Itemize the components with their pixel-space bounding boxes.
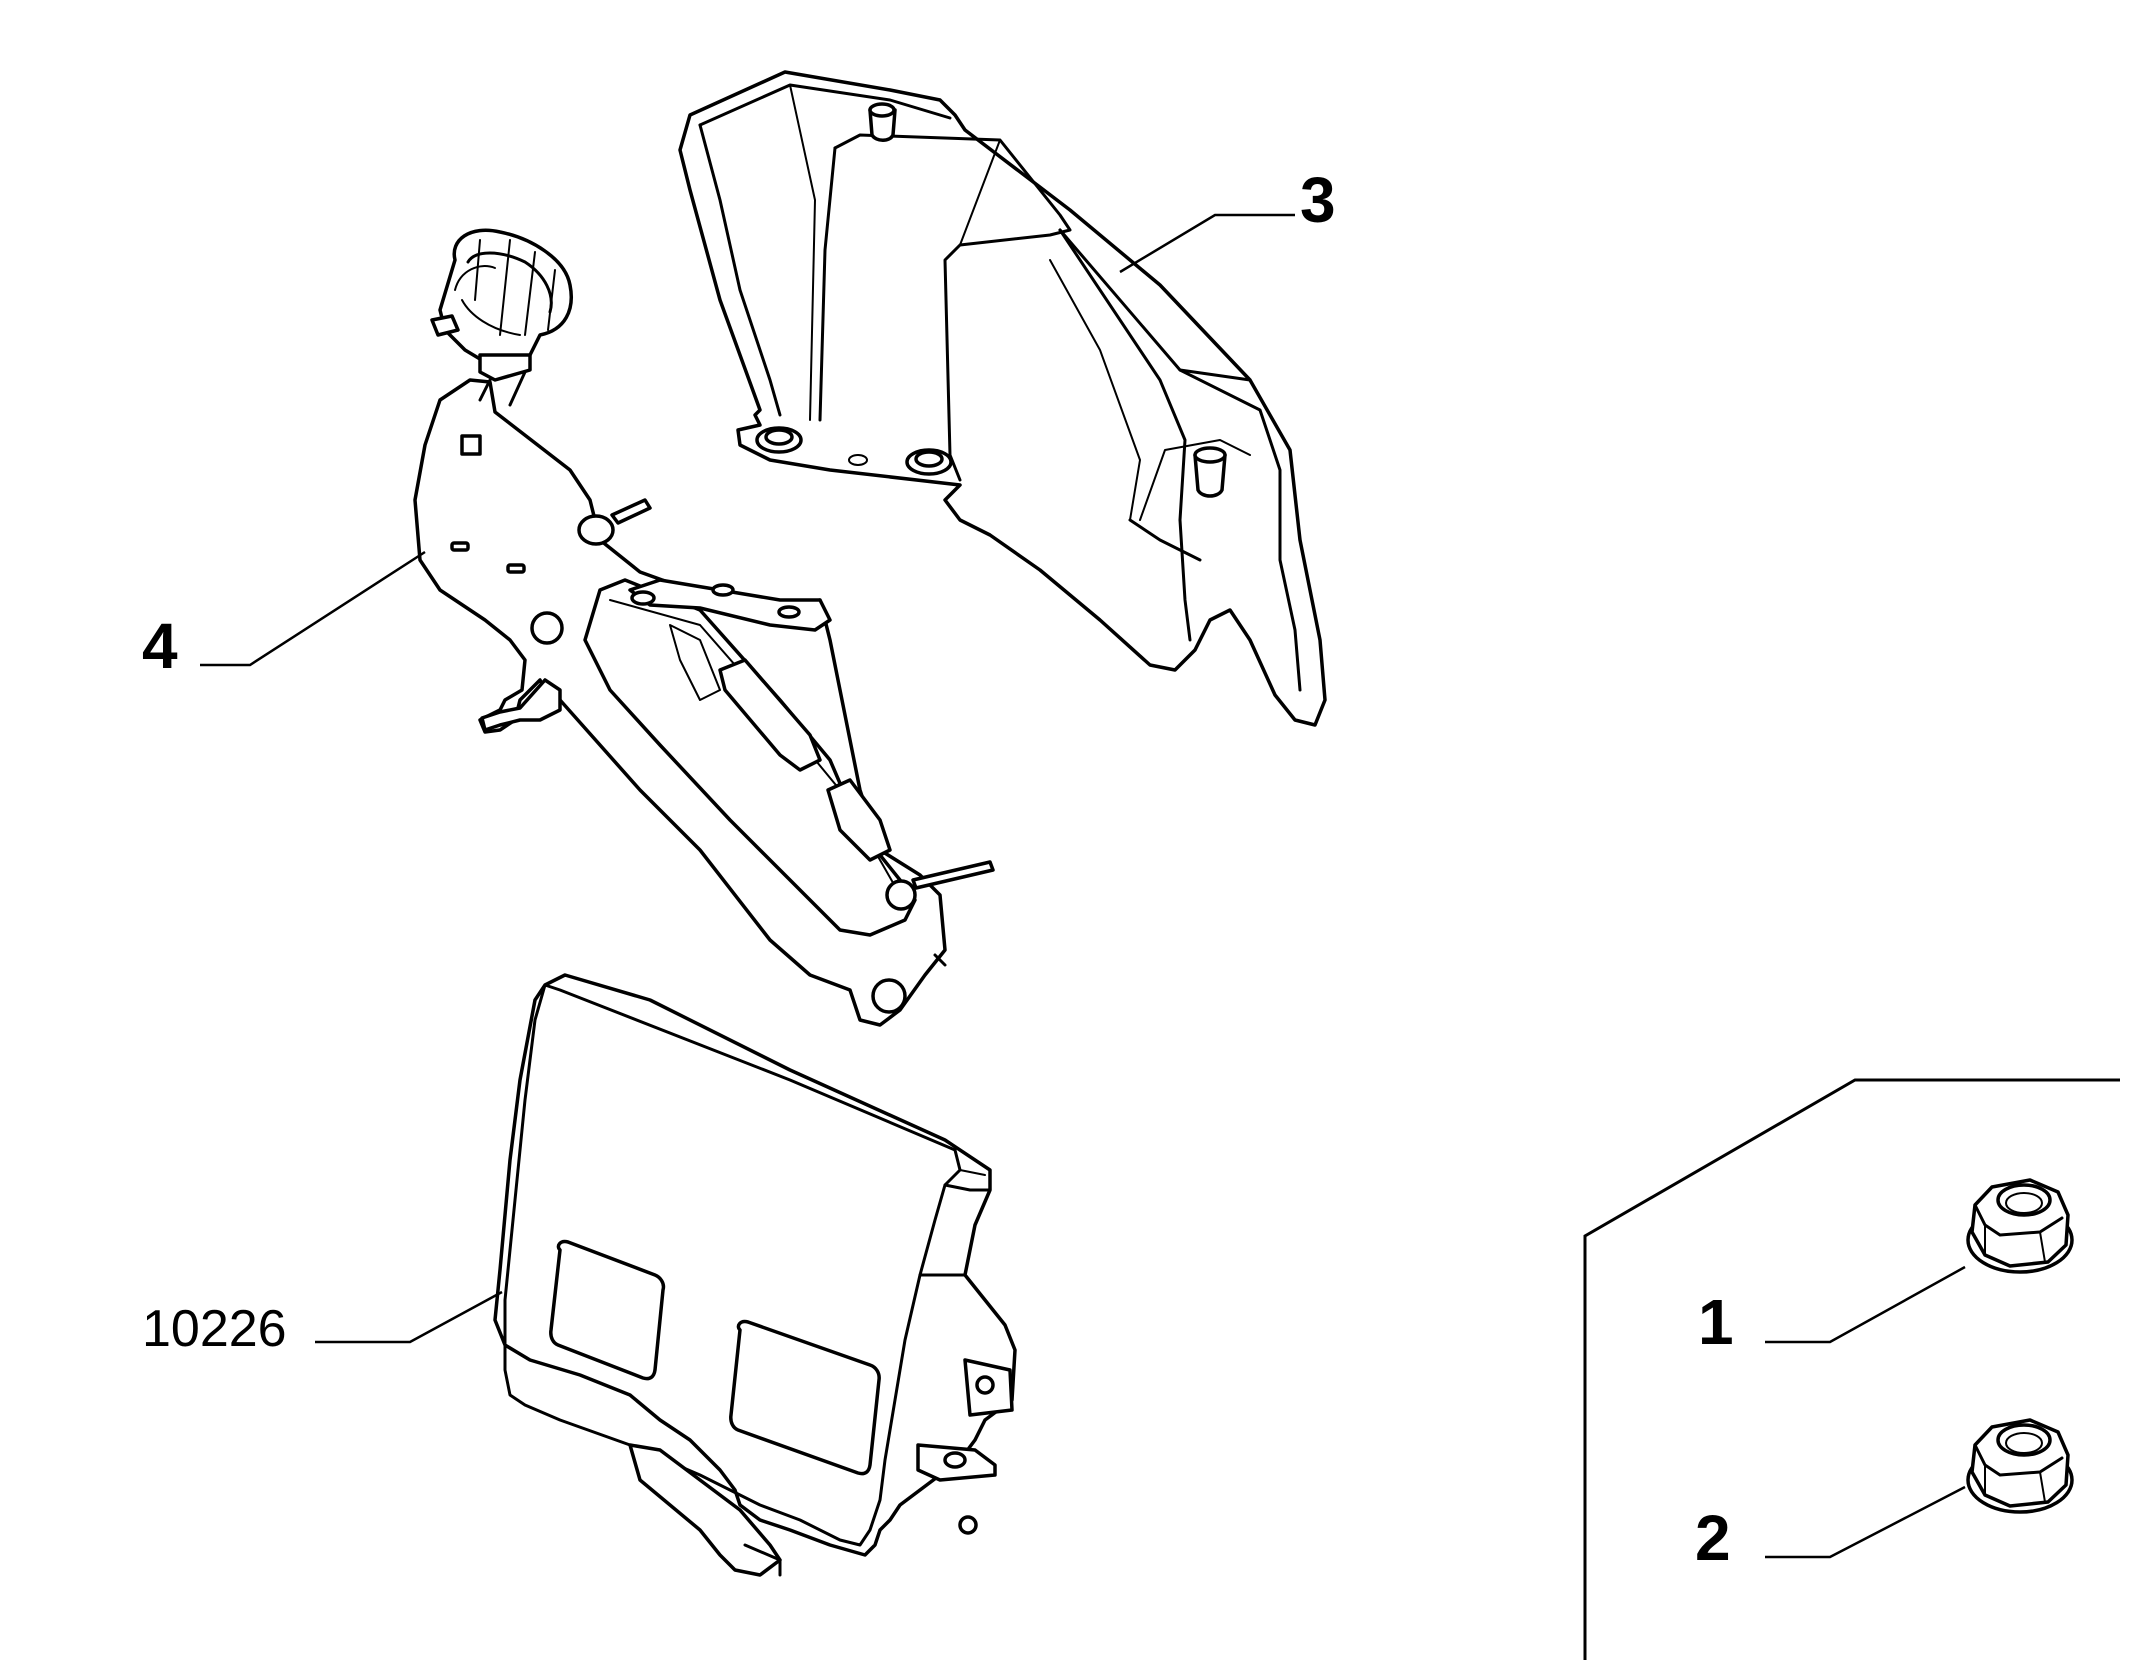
leader-line-2 [1765, 1485, 1966, 1559]
leader-line-1 [1765, 1265, 1966, 1344]
callout-2: 2 [1695, 1502, 1731, 1574]
callout-1: 1 [1698, 1286, 1734, 1358]
leader-line-10226 [315, 1290, 503, 1344]
callout-4: 4 [142, 610, 178, 682]
leader-line-3 [1119, 213, 1295, 274]
callout-3: 3 [1300, 164, 1336, 236]
part-2-flange-nut [1966, 1418, 2074, 1514]
part-1-flange-nut [1966, 1178, 2074, 1274]
part-3-cover [678, 70, 1327, 727]
callout-10226: 10226 [142, 1300, 287, 1358]
part-4-bracket [413, 228, 995, 1027]
inset-frame [1583, 1078, 2120, 1660]
part-10226-control-unit [493, 973, 1017, 1577]
leader-line-4 [200, 550, 426, 667]
